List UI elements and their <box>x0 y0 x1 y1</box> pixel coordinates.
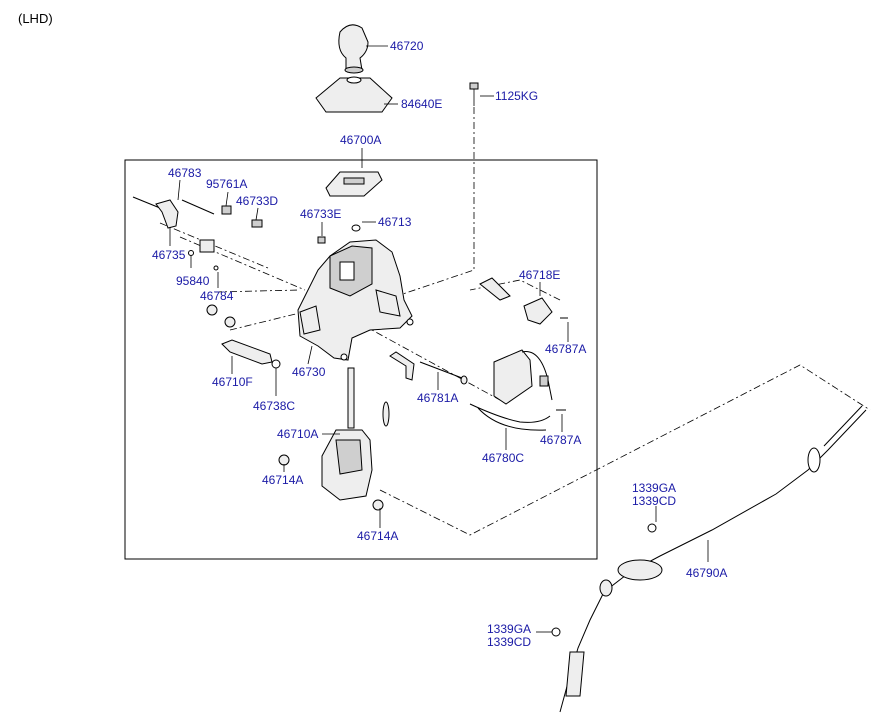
shift-boot-part[interactable] <box>315 76 393 113</box>
callout-46730[interactable]: 46730 <box>292 365 326 379</box>
bolt-1125kg-part[interactable] <box>469 82 479 106</box>
dashed-guide-lines <box>159 107 871 536</box>
callout-46710f[interactable]: 46710F <box>212 375 253 389</box>
shift-lever-46710a-part[interactable] <box>347 367 390 429</box>
lower-mechanism-part[interactable] <box>278 429 384 511</box>
assembly-boundary-box <box>124 159 598 560</box>
pin-46781a-part[interactable] <box>389 351 468 385</box>
callout-46718e[interactable]: 46718E <box>519 268 560 282</box>
callout-1125kg[interactable]: 1125KG <box>495 89 538 103</box>
bracket-46710f-part[interactable] <box>221 339 281 369</box>
callout-46714a-lower[interactable]: 46714A <box>357 529 398 543</box>
callout-46781a[interactable]: 46781A <box>417 391 458 405</box>
callout-46720[interactable]: 46720 <box>390 39 424 53</box>
callout-46738c[interactable]: 46738C <box>253 399 295 413</box>
small-parts-upper-left[interactable] <box>132 196 361 271</box>
callout-46783[interactable]: 46783 <box>168 166 202 180</box>
callout-1339ga-lower[interactable]: 1339GA <box>487 622 531 636</box>
variant-label: (LHD) <box>18 11 53 26</box>
callout-46790a[interactable]: 46790A <box>686 566 727 580</box>
callout-46733d[interactable]: 46733D <box>236 194 278 208</box>
bushing-parts[interactable] <box>206 304 236 328</box>
shift-knob-part[interactable] <box>338 24 369 74</box>
callout-46735[interactable]: 46735 <box>152 248 186 262</box>
shift-cable-part[interactable] <box>551 405 867 713</box>
callout-84640e[interactable]: 84640E <box>401 97 442 111</box>
callout-46787a-lower[interactable]: 46787A <box>540 433 581 447</box>
indicator-cover-part[interactable] <box>325 171 383 197</box>
callout-46780c[interactable]: 46780C <box>482 451 524 465</box>
callout-46713[interactable]: 46713 <box>378 215 412 229</box>
callout-46787a-upper[interactable]: 46787A <box>545 342 586 356</box>
callout-1339cd-upper[interactable]: 1339CD <box>632 494 676 508</box>
shifter-housing-part[interactable] <box>297 239 414 361</box>
callout-46733e[interactable]: 46733E <box>300 207 341 221</box>
cover-46718e-part[interactable] <box>479 277 568 325</box>
callout-95761a[interactable]: 95761A <box>206 177 247 191</box>
callout-labels: 46720 84640E 1125KG 46700A 46783 95761A … <box>152 39 727 649</box>
callout-46784[interactable]: 46784 <box>200 289 234 303</box>
callout-46700a[interactable]: 46700A <box>340 133 381 147</box>
callout-95840[interactable]: 95840 <box>176 274 210 288</box>
callout-1339ga-upper[interactable]: 1339GA <box>632 481 676 495</box>
callout-46714a-left[interactable]: 46714A <box>262 473 303 487</box>
leader-lines <box>169 45 709 633</box>
callout-46710a[interactable]: 46710A <box>277 427 318 441</box>
callout-1339cd-lower[interactable]: 1339CD <box>487 635 531 649</box>
solenoid-harness-part[interactable] <box>469 349 566 431</box>
